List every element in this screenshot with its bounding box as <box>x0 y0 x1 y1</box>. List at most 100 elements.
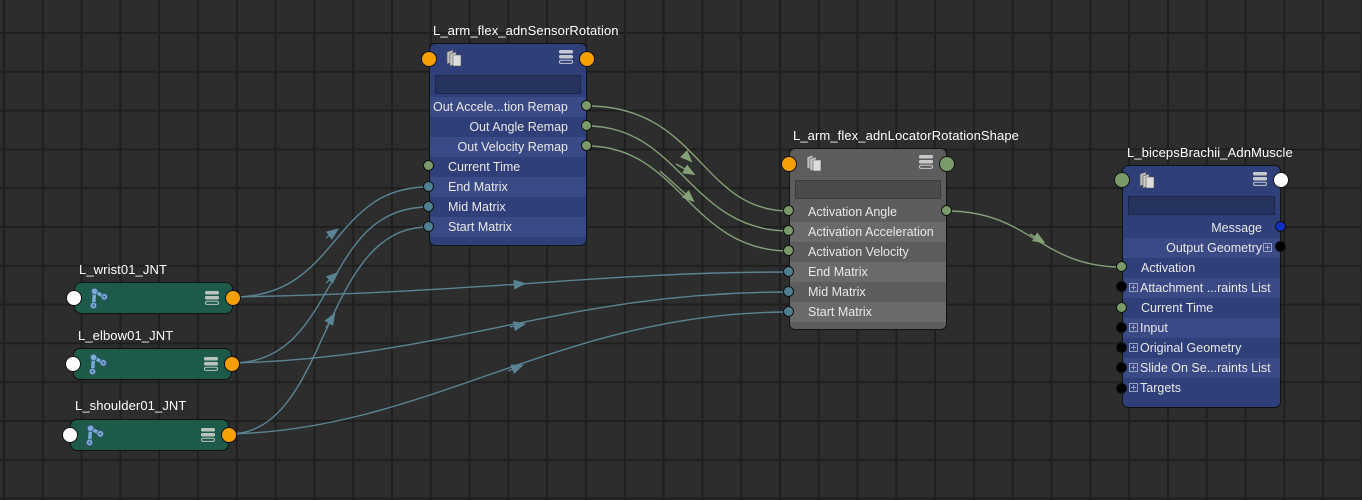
plug-original-geometry[interactable] <box>1116 342 1127 353</box>
attr-start-matrix[interactable]: Start Matrix <box>790 302 946 322</box>
attr-start-matrix[interactable]: Start Matrix <box>430 217 586 237</box>
wire-shoulder-start <box>228 226 429 435</box>
plug-mid-matrix[interactable] <box>423 201 434 212</box>
attr-mid-matrix[interactable]: Mid Matrix <box>790 282 946 302</box>
sensor-output-plug[interactable] <box>579 51 595 67</box>
biceps-muscle-node[interactable]: Message Output Geometry Activation Attac… <box>1122 165 1281 408</box>
plug-activation[interactable] <box>1116 261 1127 272</box>
attribute-list-icon[interactable] <box>200 427 216 443</box>
node-name-field[interactable] <box>1128 196 1275 215</box>
elbow-node-title: L_elbow01_JNT <box>78 328 174 343</box>
sensor-node-title: L_arm_flex_adnSensorRotation <box>433 23 619 38</box>
sensor-input-plug[interactable] <box>421 51 437 67</box>
expand-icon[interactable] <box>1129 283 1138 293</box>
expand-icon[interactable] <box>1129 343 1138 353</box>
attr-mid-matrix[interactable]: Mid Matrix <box>430 197 586 217</box>
wrist-output-plug[interactable] <box>225 290 241 306</box>
joint-icon <box>89 287 109 310</box>
muscle-output-plug[interactable] <box>1273 172 1289 188</box>
joint-icon <box>88 353 108 376</box>
attr-end-matrix[interactable]: End Matrix <box>430 177 586 197</box>
plug-slide-on-segment-constraints-list[interactable] <box>1116 362 1127 373</box>
node-header <box>790 149 946 175</box>
elbow-joint-node[interactable] <box>73 348 232 380</box>
attr-targets[interactable]: Targets <box>1123 378 1280 398</box>
wrist-input-plug[interactable] <box>66 290 82 306</box>
elbow-input-plug[interactable] <box>65 356 81 372</box>
wire-velocity-remap <box>586 145 790 252</box>
plug-activation-angle-out[interactable] <box>941 205 952 216</box>
plug-targets[interactable] <box>1116 383 1127 394</box>
wire-elbow-loc-mid <box>231 291 790 364</box>
attr-input[interactable]: Input <box>1123 318 1280 338</box>
shoulder-node-title: L_shoulder01_JNT <box>75 398 187 413</box>
attr-out-acceleration-remap[interactable]: Out Accele...tion Remap <box>430 97 586 117</box>
joint-icon <box>85 424 105 447</box>
sensor-rotation-node[interactable]: Out Accele...tion Remap Out Angle Remap … <box>429 43 587 246</box>
wire-accel-remap <box>586 125 790 232</box>
locator-output-plug[interactable] <box>939 156 955 172</box>
node-type-icon <box>1139 171 1155 189</box>
plug-end-matrix[interactable] <box>783 266 794 277</box>
expand-icon[interactable] <box>1129 323 1138 333</box>
attr-current-time[interactable]: Current Time <box>1123 298 1280 318</box>
attr-slide-on-segment-constraints-list[interactable]: Slide On Se...raints List <box>1123 358 1280 378</box>
plug-end-matrix[interactable] <box>423 181 434 192</box>
node-name-field[interactable] <box>435 75 581 94</box>
attr-attachment-constraints-list[interactable]: Attachment ...raints List <box>1123 278 1280 298</box>
plug-activation-velocity[interactable] <box>783 245 794 256</box>
expand-icon[interactable] <box>1129 363 1138 373</box>
node-type-icon <box>806 154 822 172</box>
shoulder-output-plug[interactable] <box>221 427 237 443</box>
wrist-node-title: L_wrist01_JNT <box>79 262 167 277</box>
attr-activation[interactable]: Activation <box>1123 258 1280 278</box>
attr-end-matrix[interactable]: End Matrix <box>790 262 946 282</box>
attribute-list-icon[interactable] <box>1252 171 1268 187</box>
attr-out-velocity-remap[interactable]: Out Velocity Remap <box>430 137 586 157</box>
plug-out-velocity-remap[interactable] <box>581 140 592 151</box>
node-type-icon <box>446 49 462 67</box>
expand-icon[interactable] <box>1263 243 1272 253</box>
wire-wrist-loc-end <box>232 271 790 298</box>
plug-out-angle-remap[interactable] <box>581 120 592 131</box>
wire-wrist-end <box>232 186 429 298</box>
wire-elbow-mid <box>231 206 429 364</box>
plug-attachment-constraints-list[interactable] <box>1116 281 1127 292</box>
plug-start-matrix[interactable] <box>783 306 794 317</box>
plug-activation-angle-in[interactable] <box>783 205 794 216</box>
plug-input[interactable] <box>1116 322 1127 333</box>
plug-out-acceleration-remap[interactable] <box>581 100 592 111</box>
muscle-node-title: L_bicepsBrachii_AdnMuscle <box>1127 145 1293 160</box>
attr-activation-velocity[interactable]: Activation Velocity <box>790 242 946 262</box>
shoulder-joint-node[interactable] <box>70 419 229 451</box>
wire-shoulder-loc-start <box>228 311 790 435</box>
plug-start-matrix[interactable] <box>423 221 434 232</box>
locator-node-title: L_arm_flex_adnLocatorRotationShape <box>793 128 1019 143</box>
attr-out-angle-remap[interactable]: Out Angle Remap <box>430 117 586 137</box>
attr-activation-acceleration[interactable]: Activation Acceleration <box>790 222 946 242</box>
attr-output-geometry[interactable]: Output Geometry <box>1123 238 1280 258</box>
attr-current-time[interactable]: Current Time <box>430 157 586 177</box>
attr-activation-angle[interactable]: Activation Angle <box>790 202 946 222</box>
attribute-list-icon[interactable] <box>918 154 934 170</box>
muscle-input-plug[interactable] <box>1114 172 1130 188</box>
elbow-output-plug[interactable] <box>224 356 240 372</box>
plug-current-time[interactable] <box>423 160 434 171</box>
attr-message[interactable]: Message <box>1123 218 1280 238</box>
node-name-field[interactable] <box>795 180 941 199</box>
locator-rotation-shape-node[interactable]: Activation Angle Activation Acceleration… <box>789 148 947 330</box>
plug-output-geometry[interactable] <box>1275 241 1286 252</box>
expand-icon[interactable] <box>1129 383 1138 393</box>
plug-activation-acceleration[interactable] <box>783 225 794 236</box>
plug-message[interactable] <box>1275 221 1286 232</box>
wrist-joint-node[interactable] <box>74 282 233 314</box>
attribute-list-icon[interactable] <box>203 356 219 372</box>
attribute-list-icon[interactable] <box>204 290 220 306</box>
plug-mid-matrix[interactable] <box>783 286 794 297</box>
attribute-list-icon[interactable] <box>558 49 574 65</box>
plug-current-time[interactable] <box>1116 302 1127 313</box>
shoulder-input-plug[interactable] <box>62 427 78 443</box>
locator-input-plug[interactable] <box>781 156 797 172</box>
attr-original-geometry[interactable]: Original Geometry <box>1123 338 1280 358</box>
